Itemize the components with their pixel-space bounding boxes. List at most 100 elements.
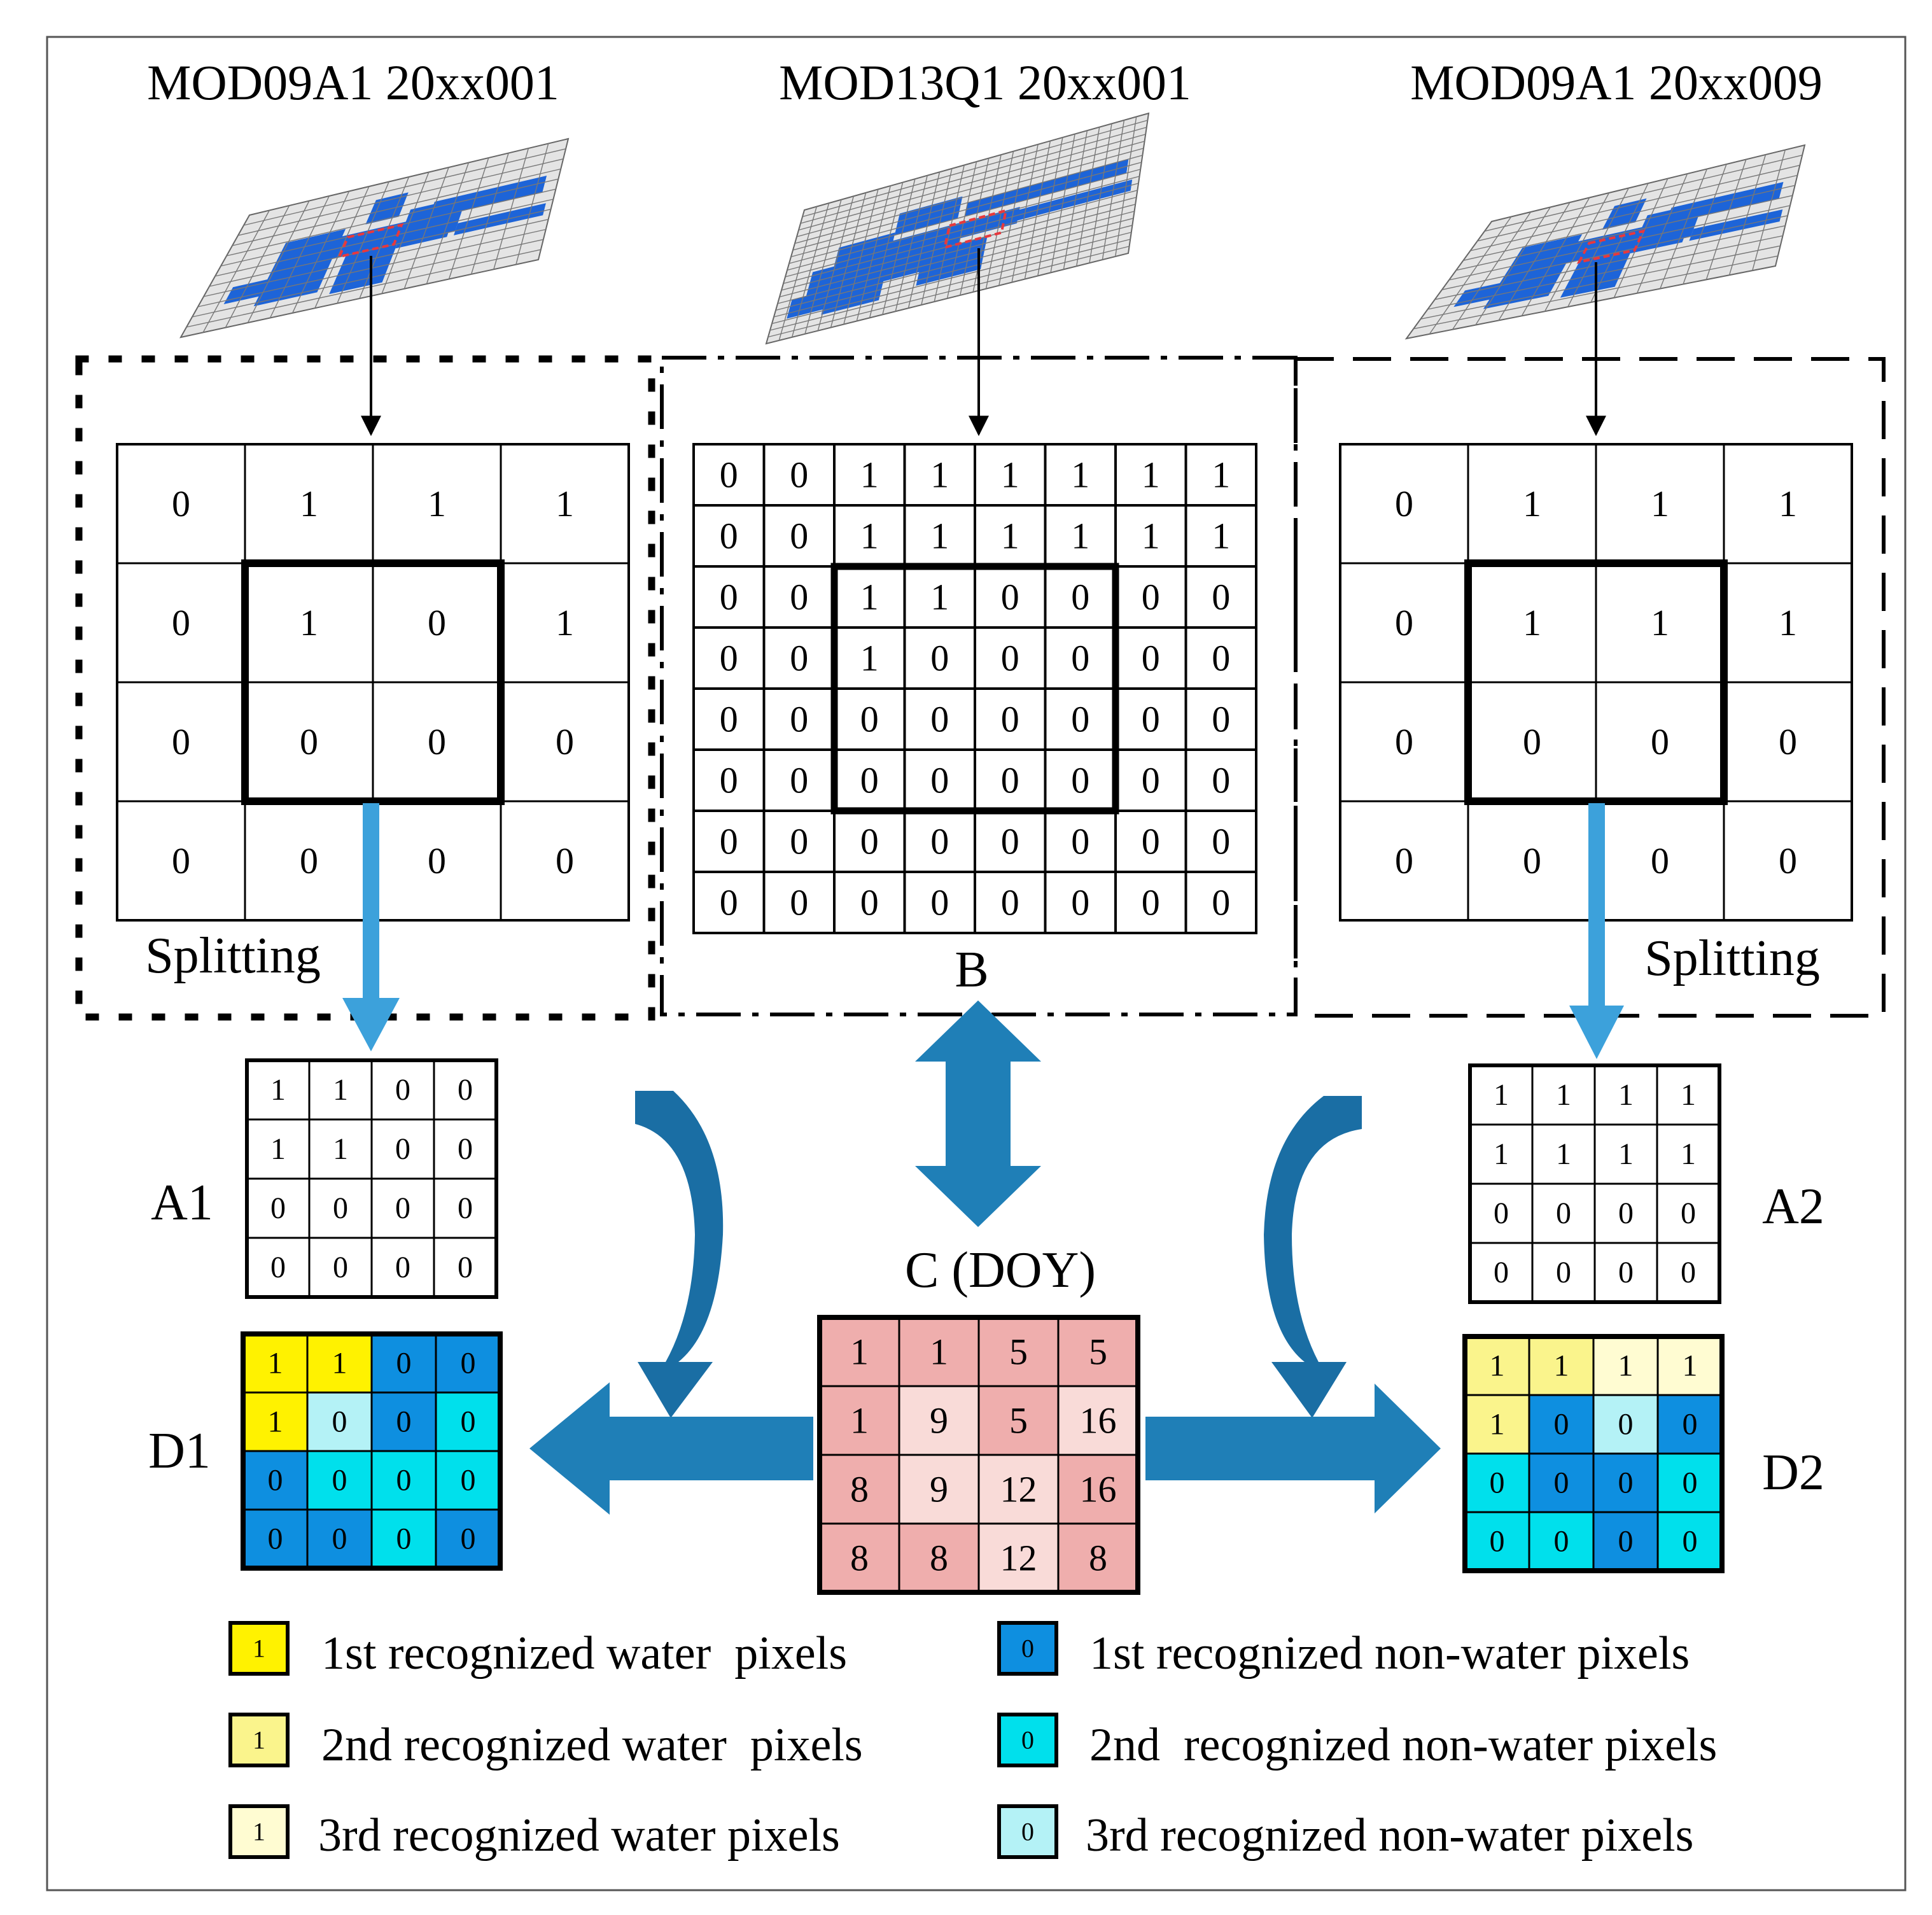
d1-cell-value: 0	[461, 1347, 476, 1380]
satellite-tile-middle	[765, 112, 1150, 345]
right-cell-value: 1	[1523, 602, 1541, 643]
d1-cell-value: 0	[461, 1464, 476, 1498]
d2-cell-value: 0	[1618, 1466, 1634, 1500]
middle-cell-value: 0	[1212, 699, 1230, 740]
tile-gridline	[769, 239, 1131, 331]
middle-cell-value: 0	[1001, 699, 1019, 740]
label-d2: D2	[1762, 1445, 1824, 1501]
middle-cell-value: 1	[1142, 516, 1160, 557]
middle-cell-value: 0	[1071, 882, 1089, 923]
tile-gridline	[209, 209, 551, 287]
a2-cell-bg	[1656, 1182, 1721, 1244]
middle-cell-bg	[833, 504, 906, 568]
legend-swatch-value: 0	[1021, 1726, 1034, 1755]
middle-cell-value: 0	[1142, 638, 1160, 679]
middle-cell-value: 0	[1071, 821, 1089, 862]
middle-cell-bg	[762, 748, 836, 812]
middle-cell-value: 1	[860, 577, 879, 618]
middle-cell-bg	[1184, 810, 1257, 873]
a1-cell-value: 0	[333, 1251, 348, 1284]
d2-cell-bg	[1592, 1511, 1659, 1572]
d1-grid-border	[241, 1331, 503, 1571]
middle-cell-bg	[1044, 687, 1117, 751]
left-cell-value: 0	[172, 721, 190, 762]
d2-cell-value: 0	[1683, 1408, 1698, 1442]
tile-gridline	[232, 168, 561, 246]
right-cell-value: 1	[1651, 483, 1669, 524]
right-cell-value: 0	[1779, 840, 1797, 881]
d1-cell-value: 0	[268, 1464, 283, 1498]
right-cell-value: 0	[1523, 721, 1541, 762]
tile-gridline	[237, 158, 564, 236]
tile-gridline	[767, 246, 1130, 338]
middle-cell-bg	[762, 810, 836, 873]
tile-gridline	[783, 190, 1138, 284]
right-cell-bg	[1723, 800, 1853, 922]
middle-cell-value: 0	[1001, 760, 1019, 801]
middle-cell-bg	[833, 565, 906, 629]
right-cell-value: 0	[1395, 721, 1413, 762]
tile-gridline	[779, 204, 1136, 298]
middle-cell-bg	[692, 443, 766, 507]
tile-gridline	[775, 218, 1134, 311]
middle-cell-value: 1	[1001, 454, 1019, 496]
tile-gridline	[777, 211, 1135, 304]
middle-cell-bg	[1184, 871, 1257, 934]
a2-grid-border	[1468, 1063, 1721, 1304]
right-cell-value: 0	[1651, 721, 1669, 762]
tile-gridline	[790, 162, 1142, 258]
middle-cell-bg	[833, 687, 906, 751]
a1-cell-value: 0	[458, 1073, 473, 1107]
middle-cell-value: 0	[1142, 882, 1160, 923]
a2-cell-value: 1	[1494, 1078, 1509, 1112]
a2-cell-value: 1	[1618, 1137, 1634, 1171]
d1-cell-value: 0	[396, 1522, 412, 1556]
a1-cell-value: 0	[333, 1191, 348, 1225]
c-cell-value: 9	[930, 1469, 948, 1510]
legend-swatch-value: 0	[1021, 1634, 1034, 1663]
middle-cell-value: 1	[860, 454, 879, 496]
left-cell-bg	[244, 800, 374, 922]
tile-gridline	[1463, 185, 1795, 261]
left-highlight-window	[241, 559, 505, 805]
middle-cell-bg	[1114, 626, 1187, 690]
title-right: MOD09A1 20xx009	[1410, 55, 1823, 110]
right-cell-bg	[1467, 562, 1597, 684]
left-cell-value: 0	[428, 602, 446, 643]
legend-label: 1st recognized non-water pixels	[1089, 1627, 1690, 1680]
middle-cell-value: 0	[720, 516, 738, 557]
right-cell-value: 1	[1651, 602, 1669, 643]
tile-water-patch	[1664, 181, 1784, 225]
flow-arrow-c-to-d1	[529, 1382, 813, 1515]
middle-cell-bg	[1184, 748, 1257, 812]
c-grid-border	[817, 1315, 1140, 1595]
a1-cell-bg	[370, 1118, 435, 1180]
middle-cell-value: 0	[720, 882, 738, 923]
legend-swatch-value: 1	[253, 1726, 265, 1755]
legend-swatch	[228, 1713, 290, 1767]
tile-focus-window	[942, 209, 1008, 249]
middle-cell-value: 0	[1212, 577, 1230, 618]
right-cell-bg	[1595, 681, 1725, 803]
middle-cell-value: 0	[720, 638, 738, 679]
tile-focus-window	[1576, 229, 1646, 264]
a2-cell-value: 0	[1556, 1256, 1571, 1289]
middle-cell-value: 0	[1071, 760, 1089, 801]
d2-cell-value: 1	[1554, 1349, 1569, 1383]
middle-cell-value: 0	[1142, 577, 1160, 618]
left-cell-value: 1	[556, 602, 574, 643]
middle-cell-value: 0	[790, 821, 808, 862]
d1-cell-value: 0	[461, 1405, 476, 1439]
satellite-tile-right	[1404, 144, 1806, 340]
tile-gridline	[788, 169, 1141, 264]
a1-cell-value: 0	[395, 1251, 410, 1284]
legend-swatch	[228, 1804, 290, 1859]
a2-cell-value: 1	[1618, 1078, 1634, 1112]
d2-cell-bg	[1592, 1335, 1659, 1396]
middle-cell-value: 1	[1212, 454, 1230, 496]
middle-cell-value: 0	[790, 638, 808, 679]
left-cell-value: 0	[172, 840, 190, 881]
